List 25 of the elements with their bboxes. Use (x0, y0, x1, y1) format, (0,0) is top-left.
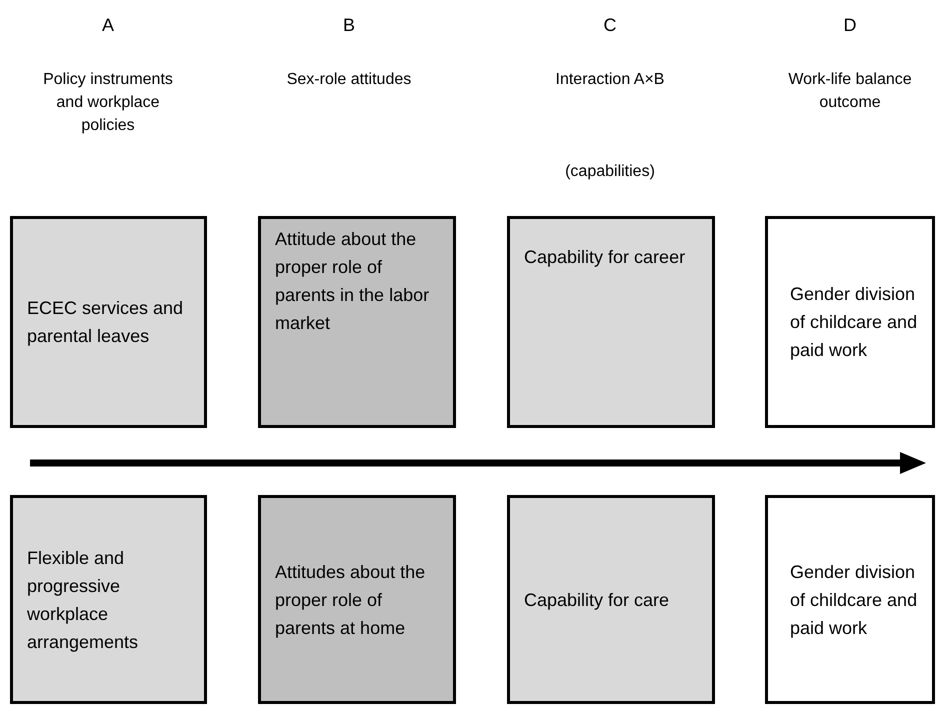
process-box (507, 495, 715, 704)
column-letter: C (602, 14, 618, 37)
box-text: Gender division of childcare and paid work (790, 560, 918, 640)
box-text: Capability for career (524, 246, 686, 269)
column-letter: B (342, 14, 356, 37)
box-text: Attitudes about the proper role of parents at home (275, 560, 426, 640)
box-text: Flexible and progressive workplace arrangements (27, 546, 140, 654)
process-box (10, 216, 207, 428)
column-letter: D (842, 14, 858, 37)
column-letter: A (100, 14, 115, 37)
column-heading: (capabilities) (564, 162, 656, 182)
box-text: ECEC services and parental leaves (27, 297, 184, 348)
process-box (258, 216, 456, 428)
process-box (507, 216, 715, 428)
box-text: Capability for care (524, 588, 670, 612)
column-heading: Work-life balance outcome (787, 70, 913, 113)
process-box (10, 495, 207, 704)
column-heading: Policy instruments and workplace policies (42, 70, 174, 136)
box-text: Gender division of childcare and paid work (790, 283, 918, 362)
process-box (765, 495, 935, 704)
box-text: Attitude about the proper role of parents in the labor market (275, 228, 430, 335)
process-box (258, 495, 456, 704)
process-box (765, 216, 935, 428)
column-heading: Sex-role attitudes (286, 70, 412, 90)
column-heading: Interaction A×B (554, 70, 666, 90)
